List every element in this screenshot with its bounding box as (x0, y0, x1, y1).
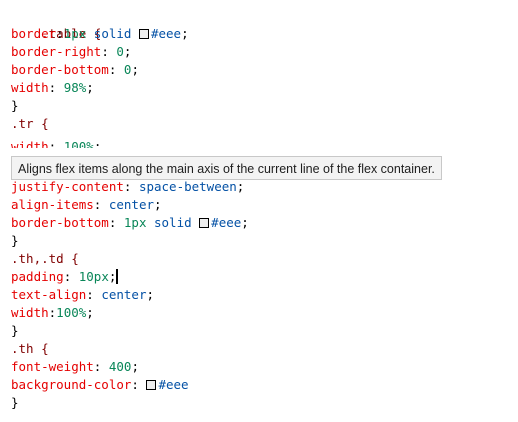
css-property: width (11, 139, 49, 148)
color-swatch-icon[interactable] (199, 218, 210, 228)
code-line: width:100%; (11, 305, 94, 320)
closing-brace: } (11, 98, 19, 113)
code-line: .th,.td { (11, 250, 79, 268)
color-swatch-icon[interactable] (138, 29, 149, 39)
code-line: justify-content: space-between; (11, 179, 245, 194)
code-line: } (11, 322, 19, 340)
code-line: width: 100%; (11, 138, 101, 148)
code-line: font-weight: 400; (11, 359, 139, 374)
code-line: } (11, 394, 19, 412)
closing-brace: } (11, 233, 19, 248)
closing-brace: } (11, 323, 19, 338)
code-line: padding: 10px; (11, 269, 119, 284)
css-property: border-right (11, 44, 102, 59)
css-property: border-bottom (11, 215, 109, 230)
text-cursor (116, 269, 119, 284)
css-property: border (11, 26, 57, 41)
hover-tooltip: Aligns flex items along the main axis of… (11, 156, 442, 180)
css-property: width (11, 305, 49, 320)
css-property: align-items (11, 197, 94, 212)
css-selector: .th { (11, 341, 49, 356)
code-line: border-bottom: 0; (11, 62, 139, 77)
code-line: } (11, 232, 19, 250)
css-selector: .table { (41, 26, 102, 41)
code-line: } (11, 97, 19, 115)
code-line: text-align: center; (11, 287, 155, 302)
css-property: padding (11, 269, 64, 284)
code-line: width: 98%; (11, 80, 94, 95)
color-swatch-icon[interactable] (146, 380, 157, 390)
code-line: border-bottom: 1px solid #eee; (11, 215, 249, 230)
css-property: font-weight (11, 359, 94, 374)
css-property: text-align (11, 287, 87, 302)
code-line: .tr { (11, 115, 49, 133)
css-property: border-bottom (11, 62, 109, 77)
closing-brace: } (11, 395, 19, 410)
css-property: justify-content (11, 179, 124, 194)
css-property: width (11, 80, 49, 95)
css-selector: .th,.td { (11, 251, 79, 266)
code-line: align-items: center; (11, 197, 162, 212)
css-selector: .tr { (11, 116, 49, 131)
code-line: .th { (11, 340, 49, 358)
code-line: border-right: 0; (11, 44, 132, 59)
code-line: .table { (11, 7, 101, 41)
css-property: background-color (11, 377, 132, 392)
code-line: border:1px solid #eee; (11, 26, 189, 41)
code-line: background-color: #eee (11, 377, 189, 392)
